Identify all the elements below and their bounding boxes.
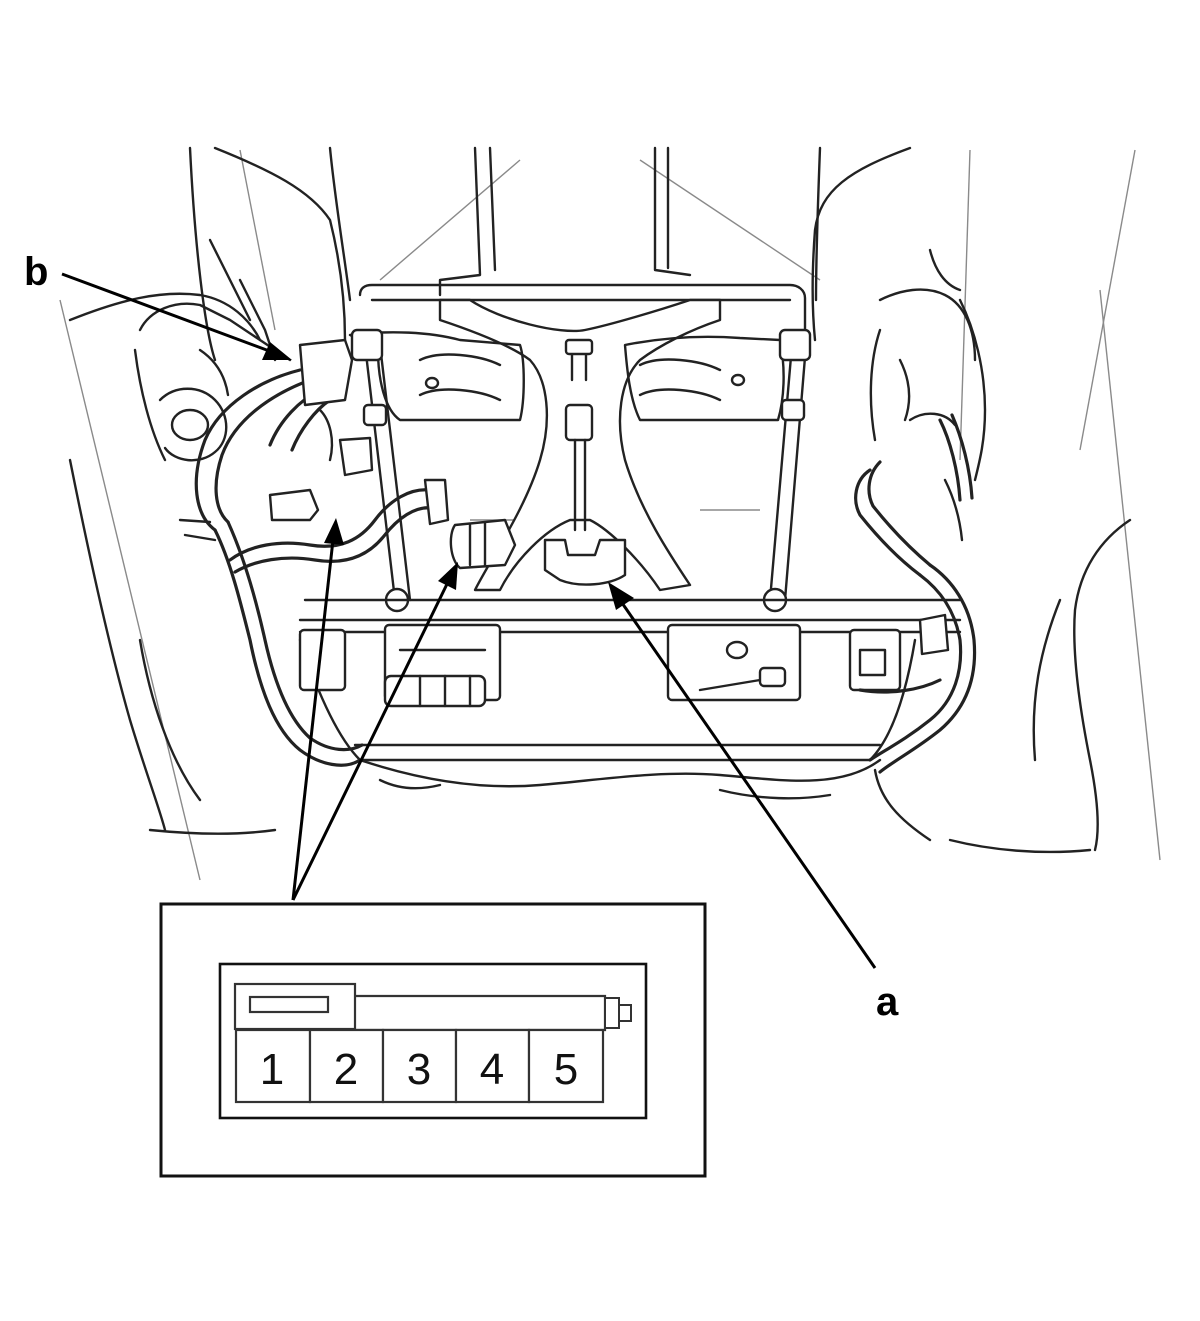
callout-a-label: a <box>876 980 899 1024</box>
connector-detail-inset: 1 2 3 4 5 <box>159 902 707 1178</box>
seat-rails <box>350 328 812 613</box>
background-lines <box>59 149 1161 881</box>
left-side-bracket <box>133 238 292 462</box>
left-wiring-harness <box>178 338 450 767</box>
right-side-bracket <box>869 248 987 542</box>
connector-pin-label: 1 <box>260 1045 284 1094</box>
connector-pin-cells <box>234 1028 605 1104</box>
callout-b-label: b <box>24 250 48 294</box>
connector-pin-label: 5 <box>554 1045 578 1094</box>
connector-pin-label: 4 <box>480 1045 504 1094</box>
center-connector-plug <box>449 518 517 570</box>
connector-pin-label: 3 <box>407 1045 431 1094</box>
seat-frame-center <box>358 146 807 592</box>
connector-pin-label: 2 <box>334 1045 358 1094</box>
callout-leaders <box>61 272 877 969</box>
seat-pads <box>348 331 785 422</box>
right-wiring-harness <box>854 413 977 774</box>
seat-cushion-outline <box>68 146 1132 854</box>
front-crossbar <box>298 598 962 800</box>
